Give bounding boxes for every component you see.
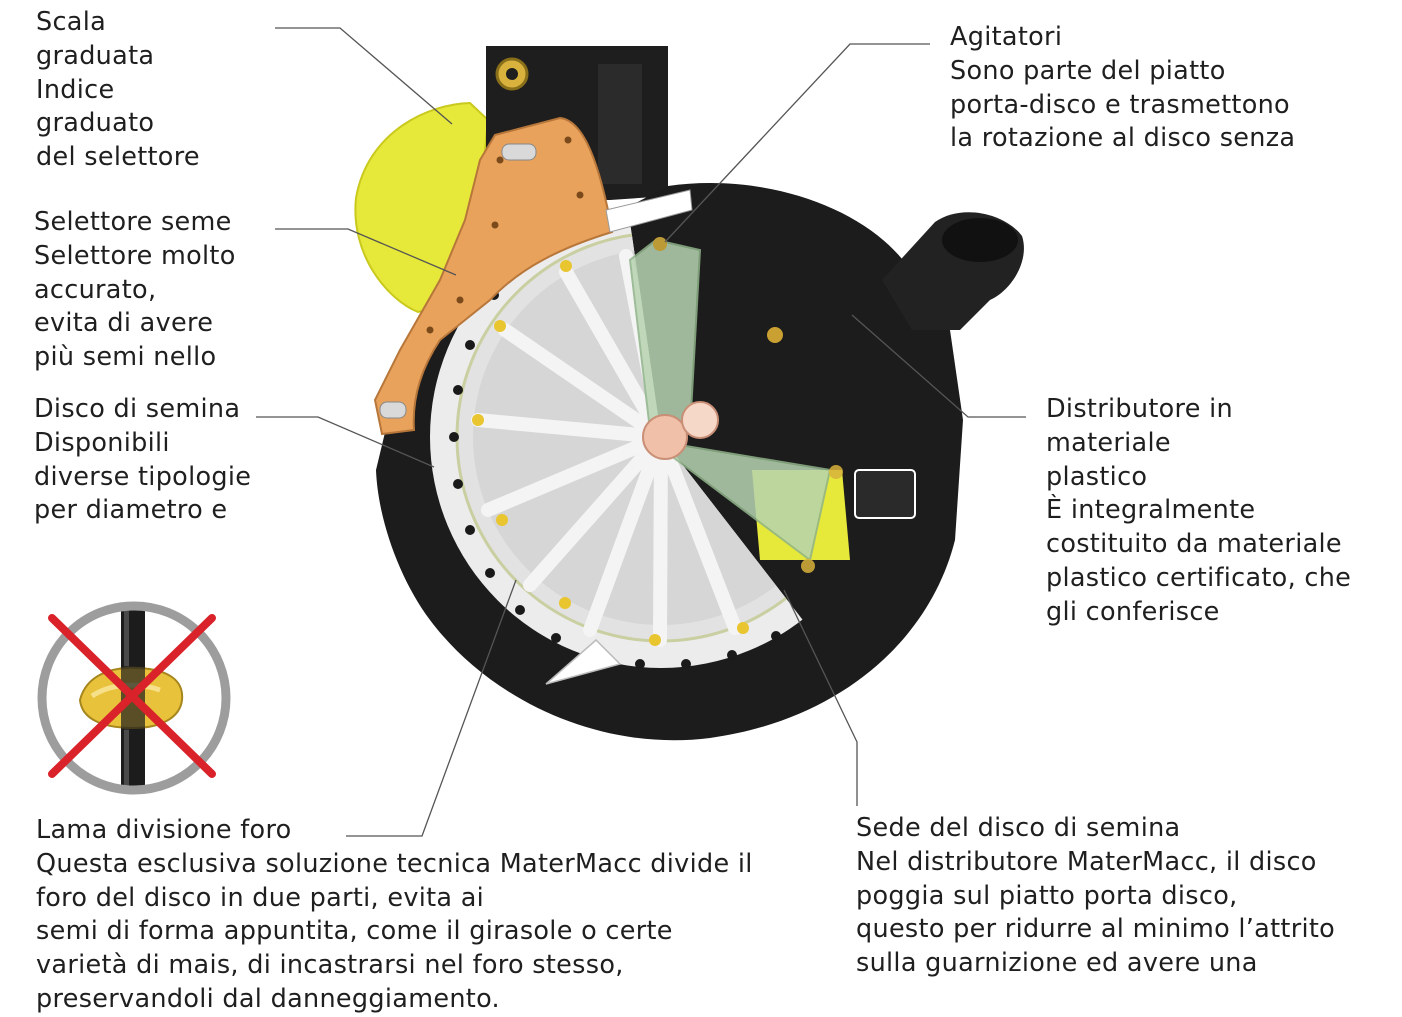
callout-lama-divisione-foro: Lama divisione foro Questa esclusiva sol… [36,814,753,1017]
callout-selettore-seme: Selettore seme Selettore molto accurato,… [34,206,236,375]
inner-nut [767,327,783,343]
callout-line: graduata [36,40,155,71]
callout-disco-di-semina: Disco di semina Disponibili diverse tipo… [34,393,251,528]
callout-line: preservandoli dal danneggiamento. [36,983,500,1014]
callout-line: Distributore in [1046,394,1233,424]
callout-distributore: Distributore in materiale plastico È int… [1046,393,1351,630]
callout-line: materiale [1046,427,1171,458]
callout-line: È integralmente [1046,495,1256,526]
selector-rail [605,189,693,233]
selector-pin [501,143,537,161]
callout-sede-del-disco: Sede del disco di semina Nel distributor… [856,812,1335,981]
callout-line: Disponibili [34,427,170,458]
callout-line: Sede del disco di semina [856,813,1181,843]
disc-pointer [545,638,622,685]
leader-sede [783,589,858,806]
callout-line: plastico [1046,461,1148,492]
leader-agitatori [664,43,930,243]
callout-line: semi di forma appuntita, come il girasol… [36,916,673,947]
callout-line: foro del disco in due parti, evita ai [36,882,485,913]
callout-line: Selettore seme [34,207,232,237]
callout-line: varietà di mais, di incastrarsi nel foro… [36,950,624,981]
selector-plate [373,116,614,436]
callout-line: la rotazione al disco senza [950,123,1296,154]
cross-line-b [48,614,216,778]
selector-pivot [379,401,407,419]
callout-line: graduato [36,108,155,139]
leader-selettore [275,228,457,276]
disc-hub [642,414,688,460]
callout-line: accurato, [34,274,157,305]
callout-line: sulla guarnizione ed avere una [856,948,1258,979]
callout-scala-graduata: Scala graduata Indice graduato del selet… [36,6,200,175]
top-block-slot [598,64,642,184]
callout-line: porta-disco e trasmettono [950,89,1290,120]
prohibited-seed-icon [37,601,231,795]
disc-seeds [472,260,749,646]
side-latch [854,469,916,519]
callout-line: questo per ridurre al minimo l’attrito [856,914,1336,945]
callout-line: poggia sul piatto porta disco, [856,880,1238,911]
callout-line: diverse tipologie [34,461,252,492]
callout-line: Scala [36,7,107,37]
callout-line: del selettore [36,142,200,173]
leader-lines [256,27,1026,837]
distributor-illustration [354,46,1024,741]
callout-line: per diametro e [34,495,228,526]
ring [37,601,231,795]
agitators [628,237,843,573]
callout-line: Disco di semina [34,394,241,424]
callout-line: Questa esclusiva soluzione tecnica Mater… [36,848,753,879]
callout-line: più semi nello [34,342,217,373]
leader-distributore [851,314,1026,418]
callout-line: Lama divisione foro [36,815,292,845]
callout-line: evita di avere [34,308,214,339]
leader-disco [256,416,435,468]
selector-bolts [426,136,584,334]
callout-line: gli conferisce [1046,596,1220,627]
callout-line: costituito da materiale [1046,529,1342,560]
callout-line: Indice [36,74,115,105]
callout-line: Nel distributore MaterMacc, il disco [856,846,1317,877]
callout-line: Sono parte del piatto [950,55,1226,86]
callout-line: Selettore molto [34,240,236,271]
callout-agitatori: Agitatori Sono parte del piatto porta-di… [950,21,1295,156]
leader-lama [346,579,517,837]
leader-scala [275,27,453,125]
callout-line: Agitatori [950,22,1063,52]
callout-line: plastico certificato, che [1046,562,1352,593]
